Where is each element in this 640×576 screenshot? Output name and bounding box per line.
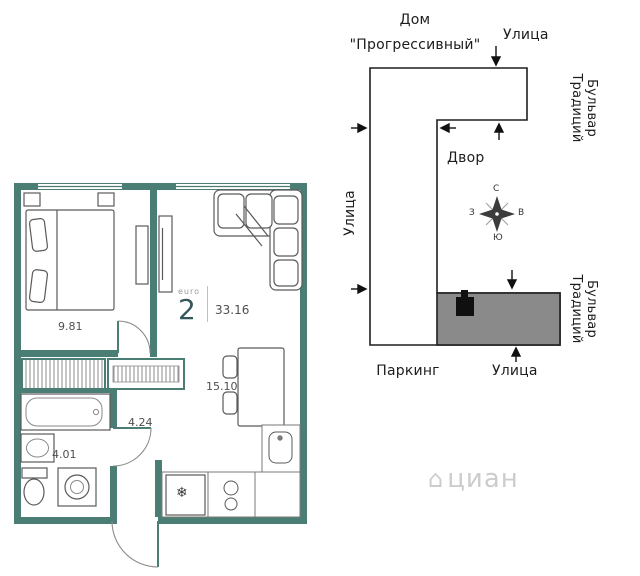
washing-machine: [57, 467, 97, 507]
living-furniture: [158, 189, 303, 427]
arrow-down-gray-building-icon: [506, 270, 518, 290]
pillow: [28, 269, 49, 303]
sofa: [213, 189, 303, 291]
compass-rose-icon: [479, 196, 515, 232]
toilet: [21, 467, 48, 506]
divider: [207, 286, 208, 322]
fridge: [165, 474, 206, 516]
street-label-bottom: Улица: [492, 363, 538, 379]
dresser: [135, 225, 149, 285]
courtyard-label: Двор: [447, 150, 485, 166]
total-area: 33.16: [215, 303, 250, 317]
boulevard-label-bottom: Бульвар Традиций: [569, 274, 599, 344]
bed: [25, 209, 115, 311]
arrow-right-street-left-top-icon: [351, 122, 368, 134]
chair: [222, 355, 238, 379]
stove-burner: [224, 497, 238, 511]
house-name-line2: "Прогрессивный": [349, 37, 481, 53]
bedroom-furniture: [23, 192, 149, 311]
compass-north-label: С: [493, 184, 500, 194]
compass-east-label: В: [518, 208, 525, 218]
arrow-up-wing-icon: [493, 122, 505, 140]
compass-south-label: Ю: [493, 233, 503, 243]
area-hallway: 4.24: [128, 416, 153, 429]
nightstand-left: [23, 192, 41, 207]
walls: [14, 183, 307, 524]
siteplan: [351, 46, 561, 362]
arrow-right-street-left-bottom-icon: [351, 283, 368, 295]
wardrobes: [21, 358, 185, 390]
windows: [38, 184, 290, 189]
compass-west-label: З: [469, 208, 475, 218]
house-name-line1: Дом: [399, 12, 431, 28]
street-label-top: Улица: [503, 27, 549, 43]
fridge-snowflake-icon: ❄: [176, 485, 188, 501]
arrow-up-street-bottom-icon: [510, 346, 522, 362]
bathtub: [20, 393, 111, 431]
watermark-house-icon: ⌂: [428, 465, 444, 493]
bathroom-sink: [20, 433, 55, 463]
direction-arrows: [351, 46, 522, 362]
highlighted-building: [436, 292, 561, 346]
watermark-text: циан: [447, 464, 519, 494]
area-bedroom: 9.81: [58, 320, 83, 333]
kitchen-sink: [268, 431, 293, 464]
dining-table: [222, 347, 285, 427]
tv-stand: [158, 215, 173, 293]
parking-label: Паркинг: [376, 363, 440, 379]
stove-burner: [223, 480, 239, 496]
kitchen: [161, 424, 301, 518]
apartment-type-badge: euro 2 33.16: [178, 286, 250, 326]
bathroom-fixtures: [20, 393, 111, 507]
boulevard-label-top: Бульвар Традиций: [569, 73, 599, 143]
floorplan: [14, 183, 307, 568]
euro-format-label: euro: [178, 286, 200, 296]
area-kitchen-living: 15.10: [206, 380, 238, 393]
arrow-left-courtyard-icon: [439, 122, 456, 134]
pillow: [28, 218, 49, 252]
nightstand-right: [97, 192, 115, 207]
doors: [111, 320, 159, 568]
apartment-marker: [456, 290, 474, 316]
watermark: ⌂ циан: [428, 464, 519, 494]
street-label-left: Улица: [342, 190, 358, 236]
chair: [222, 391, 238, 415]
arrow-down-street-top-icon: [490, 46, 502, 67]
rooms-count: 2: [178, 292, 196, 326]
area-bathroom: 4.01: [52, 448, 77, 461]
